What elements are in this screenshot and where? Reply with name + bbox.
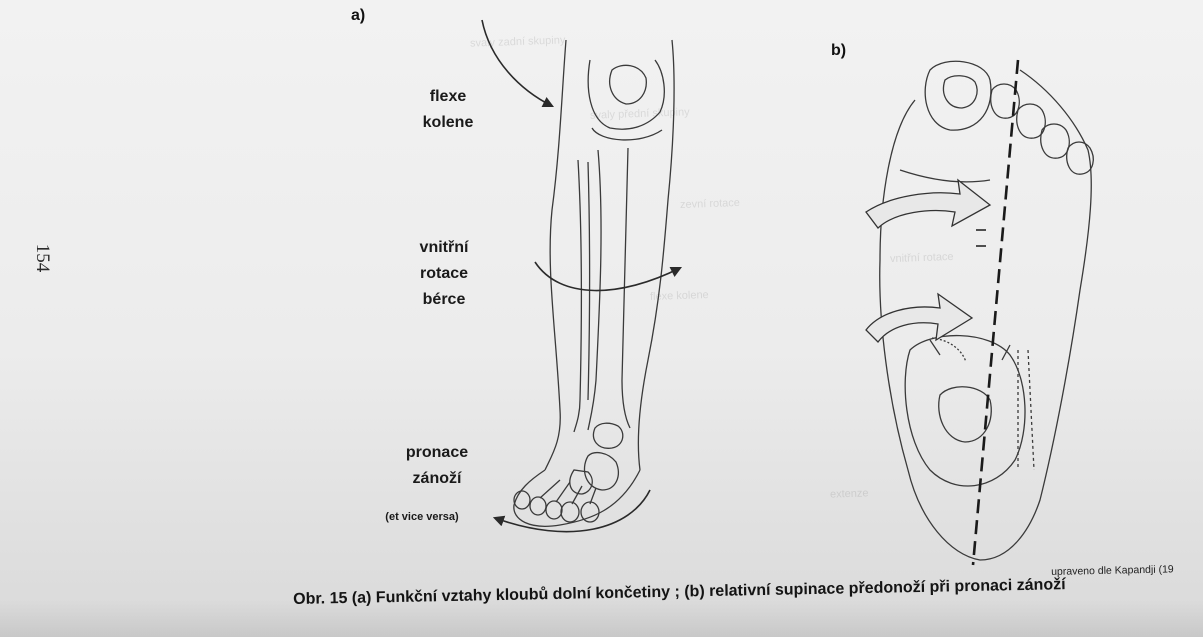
heel-tilt-lines bbox=[1018, 350, 1034, 470]
calcaneus bbox=[584, 453, 618, 490]
heel-cross-lines bbox=[930, 340, 1010, 360]
hindfoot-pronation-arrow-b bbox=[866, 294, 972, 342]
big-toe-nail bbox=[944, 76, 978, 108]
foot-axis-line bbox=[973, 60, 1018, 565]
axis-tick-top bbox=[976, 230, 986, 246]
toe-4b bbox=[1041, 124, 1069, 158]
talus bbox=[594, 423, 623, 448]
patella bbox=[610, 65, 647, 104]
toe-4 bbox=[561, 502, 579, 522]
tibia-plateau bbox=[592, 128, 662, 140]
toe-5 bbox=[581, 502, 599, 522]
knee-flexion-arrow bbox=[482, 20, 552, 106]
big-toe bbox=[925, 61, 991, 130]
calcaneus-b bbox=[939, 387, 992, 442]
fibula bbox=[574, 160, 581, 432]
pronation-arrow bbox=[495, 490, 650, 532]
forefoot-crease bbox=[900, 170, 990, 182]
toe-3 bbox=[546, 501, 562, 519]
heel-outline bbox=[905, 336, 1025, 486]
fibula-inner bbox=[588, 162, 590, 400]
leg-outline-right bbox=[638, 40, 674, 470]
femur-condyle bbox=[588, 60, 664, 129]
leg-drawing bbox=[514, 40, 674, 526]
tibial-rotation-arrow bbox=[535, 262, 680, 291]
toe-2 bbox=[530, 497, 546, 515]
page-shadow bbox=[0, 600, 1203, 637]
